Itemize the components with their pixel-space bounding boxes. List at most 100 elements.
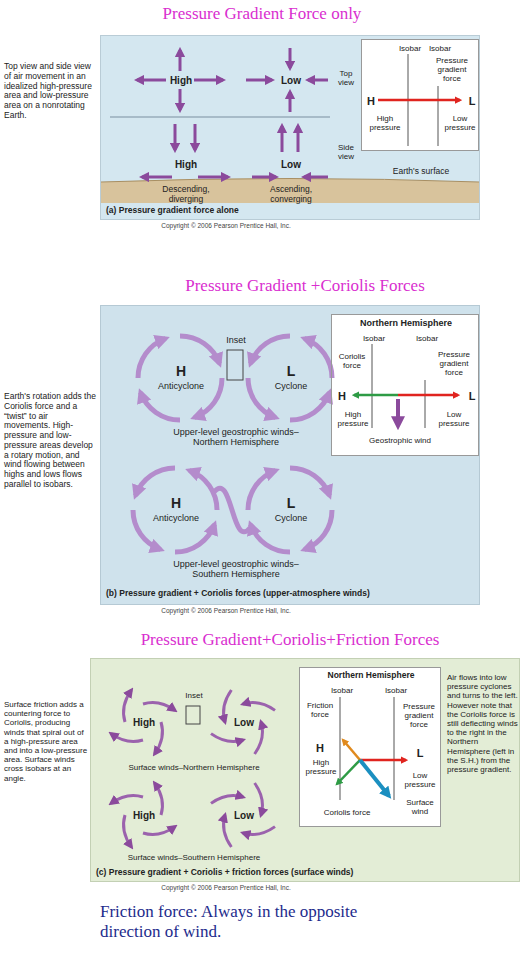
inset-label: L: [466, 95, 478, 108]
inset-marker: [186, 706, 200, 724]
isobar-line: [340, 697, 341, 800]
figure-label: (b) Pressure gradient + Coriolis forces …: [106, 589, 471, 599]
surface-spiral: [111, 783, 175, 847]
copyright-note: Copyright © 2006 Pearson Prentice Hall, …: [96, 884, 356, 891]
inset-label: Pressure gradient force: [431, 350, 477, 378]
panel-heading: Pressure Gradient +Coriolis Forces: [115, 276, 495, 296]
figure-label: (c) Pressure gradient + Coriolis + frict…: [96, 868, 466, 878]
air-flow-arrow: [308, 79, 328, 82]
view-divider: [110, 117, 330, 118]
inset-label: Pressure gradient force: [398, 702, 440, 730]
copyright-note: Copyright © 2006 Pearson Prentice Hall, …: [96, 607, 356, 614]
inset-box-ground: [361, 39, 479, 151]
figure-label: Cyclone: [266, 381, 316, 391]
geostrophic-ring: [138, 336, 222, 420]
figure-label: Earth's surface: [386, 167, 456, 177]
inset-marker: [227, 350, 243, 380]
force-arrow: [398, 394, 458, 397]
figure-label: Low: [276, 75, 306, 87]
figure-label: Air flows into low pressure cyclones and…: [447, 673, 519, 774]
inset-label: Isobar: [381, 686, 411, 695]
geostrophic-ring: [133, 468, 217, 552]
inset-label: Isobar: [327, 686, 357, 695]
figure-label: Low: [231, 717, 257, 729]
inset-label: Surface wind: [400, 798, 440, 816]
figure-label: High: [171, 159, 201, 171]
copyright-note: Copyright © 2006 Pearson Prentice Hall, …: [96, 222, 356, 229]
figure-label: (a) Pressure gradient force alone: [106, 206, 406, 216]
figure-label: High: [129, 810, 159, 822]
figure-label: Surface winds–Southern Hemisphere: [104, 853, 284, 862]
force-arrow: [337, 740, 406, 796]
air-flow-arrow: [281, 126, 284, 152]
force-arrow: [354, 394, 398, 397]
air-flow-arrow: [304, 176, 328, 179]
geostrophic-ring: [248, 468, 332, 552]
force-arrow: [337, 760, 360, 784]
figure-label: Upper-level geostrophic winds–Northern H…: [171, 427, 301, 448]
surface-spiral: [211, 783, 275, 847]
figure-label: L: [281, 495, 301, 511]
inset-label: Friction force: [302, 701, 338, 719]
air-flow-arrow: [137, 48, 328, 177]
geostrophic-ring: [248, 336, 332, 420]
inset-box-ground: [299, 667, 441, 827]
figure-panel-ground: [100, 305, 480, 605]
figure-label: Low: [276, 159, 306, 171]
figure-label: Top view: [333, 69, 359, 87]
inset-label: Low pressure: [443, 114, 477, 132]
force-arrow: [343, 740, 360, 760]
air-flow-arrow: [137, 79, 166, 82]
figure-label: High: [166, 75, 196, 87]
geostrophic-ring: [133, 336, 332, 552]
figure-label: Ascending, converging: [261, 185, 321, 205]
inset-label: High pressure: [334, 410, 372, 428]
inset-label: High pressure: [365, 114, 405, 132]
figure-label: Side view: [333, 143, 359, 161]
geostrophic-ring: [214, 488, 250, 532]
figure-label: Upper-level geostrophic winds–Southern H…: [171, 559, 301, 580]
inset-label: Northern Hemisphere: [336, 318, 476, 328]
air-flow-arrow: [246, 79, 272, 82]
air-flow-arrow: [252, 176, 276, 179]
inset-label: L: [466, 390, 478, 403]
figure-label: High: [129, 717, 159, 729]
force-arrow: [360, 760, 389, 796]
inset-box: Northern HemisphereIsobarIsobarCoriolis …: [331, 314, 479, 456]
figure-label: Descending, diverging: [156, 185, 216, 205]
isobar-line: [425, 380, 426, 428]
inset-label: High pressure: [302, 758, 340, 776]
pressure-gradient-arrow: [378, 99, 460, 102]
panel-heading: Pressure Gradient Force only: [52, 4, 472, 24]
figure-label: Inset: [180, 691, 208, 700]
isobar-line: [372, 344, 373, 428]
inset-label: Isobar: [412, 334, 442, 343]
inset-label: Isobar: [395, 44, 425, 53]
inset-label: Pressure gradient force: [428, 56, 476, 84]
figure-label: Cyclone: [266, 513, 316, 523]
force-arrow: [360, 759, 406, 762]
air-flow-arrow: [198, 176, 228, 179]
air-flow-arrow: [174, 124, 177, 150]
figure-label: H: [166, 495, 186, 511]
inset-box: Northern HemisphereIsobarIsobarFriction …: [299, 667, 441, 827]
side-note: Top view and side view of air movement i…: [4, 62, 96, 121]
inset-label: H: [335, 390, 349, 403]
figure-panel: HighLowTop viewSide viewHighLowDescendin…: [100, 35, 480, 220]
figure-label: Low: [231, 810, 257, 822]
figure-label: Surface winds–Northern Hemisphere: [104, 763, 284, 772]
air-flow-arrow: [194, 79, 223, 82]
side-note: Earth's rotation adds the Coriolis force…: [4, 392, 96, 490]
panel-heading: Pressure Gradient+Coriolis+Friction Forc…: [80, 630, 500, 650]
ground-band: [101, 179, 479, 183]
air-flow-arrow: [289, 92, 292, 112]
inset-label: Coriolis force: [334, 352, 370, 370]
inset-label: H: [313, 742, 327, 755]
figure-label: Anticyclone: [151, 381, 211, 391]
figure-panel-ground: [90, 658, 520, 882]
inset-box-ground: [331, 314, 479, 456]
force-arrow: [396, 399, 400, 426]
figure-panel-ground: [100, 35, 480, 220]
air-flow-arrow: [289, 48, 292, 68]
